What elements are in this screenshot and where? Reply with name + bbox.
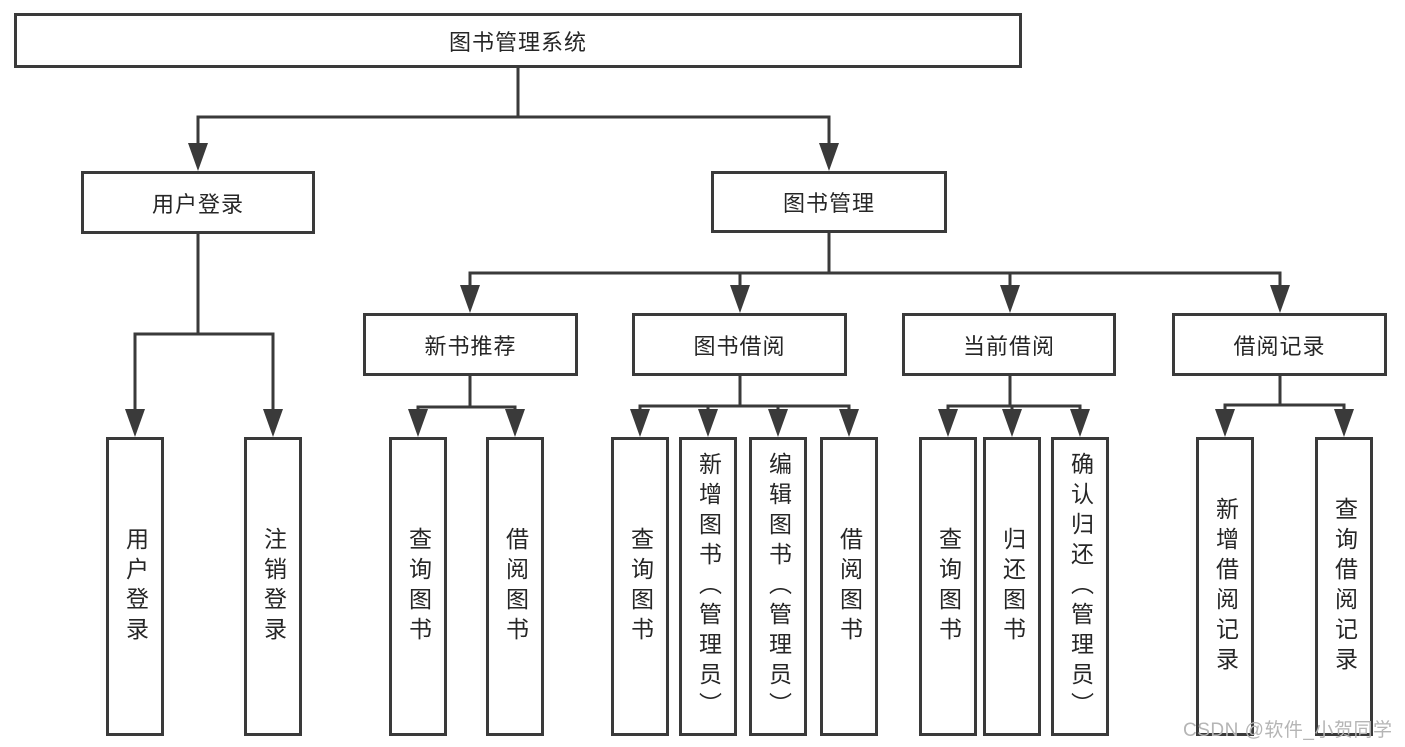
leaf-edit-book-admin: 编辑图书（管理员） bbox=[749, 437, 807, 736]
leaf-add-book-admin: 新增图书（管理员） bbox=[679, 437, 737, 736]
leaf-borrow-books-borrowing: 借阅图书 bbox=[820, 437, 878, 736]
csdn-watermark: CSDN @软件_小贺同学 bbox=[1183, 720, 1393, 741]
leaf-query-borrow-record: 查询借阅记录 bbox=[1315, 437, 1373, 736]
node-book-borrowing: 图书借阅 bbox=[632, 313, 847, 376]
node-book-management: 图书管理 bbox=[711, 171, 947, 233]
leaf-logout: 注销登录 bbox=[244, 437, 302, 736]
node-library-management-system: 图书管理系统 bbox=[14, 13, 1022, 68]
leaf-query-books-borrowing: 查询图书 bbox=[611, 437, 669, 736]
node-new-book-recommendation: 新书推荐 bbox=[363, 313, 578, 376]
leaf-borrow-books-recommend: 借阅图书 bbox=[486, 437, 544, 736]
node-user-login: 用户登录 bbox=[81, 171, 315, 234]
leaf-confirm-return-admin: 确认归还（管理员） bbox=[1051, 437, 1109, 736]
leaf-query-books-current: 查询图书 bbox=[919, 437, 977, 736]
leaf-add-borrow-record: 新增借阅记录 bbox=[1196, 437, 1254, 736]
leaf-return-book: 归还图书 bbox=[983, 437, 1041, 736]
node-borrowing-records: 借阅记录 bbox=[1172, 313, 1387, 376]
leaf-query-books-recommend: 查询图书 bbox=[389, 437, 447, 736]
node-current-borrowing: 当前借阅 bbox=[902, 313, 1116, 376]
leaf-user-login: 用户登录 bbox=[106, 437, 164, 736]
